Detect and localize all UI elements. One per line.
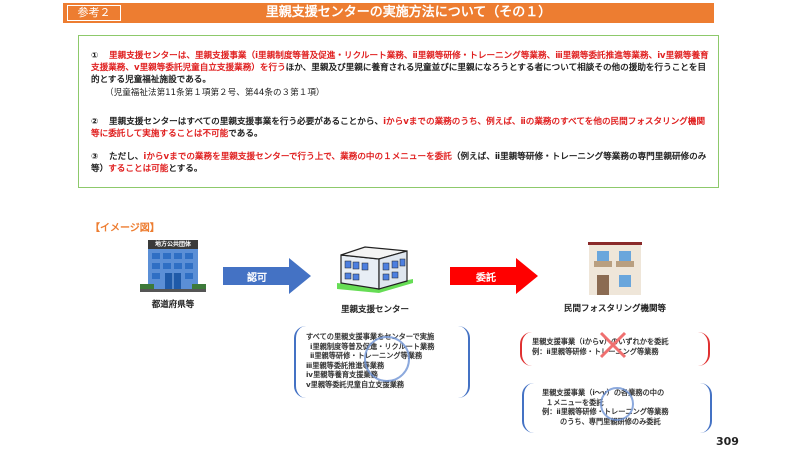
school-building-icon <box>335 243 415 293</box>
reference-tag: 参考２ <box>67 5 121 21</box>
box-line: 里親支援事業（ⅰからⅴ）のいずれかを委託 <box>532 337 669 346</box>
box-line: １メニューを委託 <box>546 397 604 407</box>
box-line: ⅲ里親等委託推進等業務 <box>306 360 385 370</box>
note-number: ② <box>91 117 99 127</box>
box-line: すべての里親支援事業をセンターで実施 <box>306 332 435 341</box>
government-sign: 地方公共団体 <box>154 241 191 248</box>
note-number: ③ <box>91 152 99 162</box>
box-line: ⅴ里親等委託児童自立支援業務 <box>306 379 405 389</box>
page-title: 里親支援センターの実施方法について（その１） <box>265 5 552 20</box>
circle-mark-icon <box>600 387 634 421</box>
note-text: 里親支援センターはすべての里親支援事業を行う必要があることから、 <box>109 117 384 127</box>
note-item-2: ② 里親支援センターはすべての里親支援事業を行う必要があることから、ⅰからⅴまでの… <box>91 116 711 140</box>
government-building-icon: 地方公共団体 <box>140 240 206 292</box>
page-number: 309 <box>716 435 739 448</box>
note-number: ① <box>91 51 99 61</box>
house-icon <box>585 240 645 295</box>
note-citation: （児童福祉法第11条第１項第２号、第44条の３第１項） <box>105 87 325 98</box>
box-line: ⅳ里親等養育支援業務 <box>306 370 378 380</box>
not-allowed-box: 里親支援事業（ⅰからⅴ）のいずれかを委託 例：ⅱ里親等研修・トレーニング等業務 <box>520 330 710 366</box>
note-text-red: ⅰからⅴまでの業務を里親支援センターで行う上で、業務の中の１メニューを委託 <box>143 152 452 162</box>
note-text-red: することは可能 <box>108 164 169 175</box>
note-text-red: ⅰからⅴまでの業務のうち、例えば、ⅱの業務のすべてを他の民間フォスタリング機関等… <box>91 117 706 140</box>
note-text: ほか、里親及び里親に養育される児童並びに里親になろうとする者について相談その他の… <box>91 63 707 86</box>
cross-mark-icon <box>598 330 628 360</box>
circle-mark-icon <box>364 336 410 382</box>
allowed-box: 里親支援事業（ⅰ～ⅴ）の各業務の中の １メニューを委託 例：ⅱ里親等研修・トレー… <box>522 383 712 433</box>
delegate-label: 委託 <box>476 273 496 284</box>
prefecture-label: 都道府県等 <box>151 300 195 310</box>
approval-arrow: 認可 <box>223 258 311 294</box>
note-text: とする。 <box>168 164 203 175</box>
note-text: である。 <box>228 129 263 140</box>
approval-label: 認可 <box>247 273 267 284</box>
center-services-box: すべての里親支援事業をセンターで実施 ⅰ里親制度等普及促進・リクルート業務 ⅱ里… <box>294 326 470 398</box>
box-line: のうち、専門里親研修のみ委託 <box>560 416 661 426</box>
private-agency-label: 民間フォスタリング機関等 <box>563 304 666 314</box>
note-text: ただし、 <box>109 152 144 162</box>
image-diagram-label: 【イメージ図】 <box>90 223 160 234</box>
note-text: （例えば、ⅱ里親等研修・トレーニング等業務の専門里親研修のみ等） <box>91 152 707 175</box>
box-line: 例：ⅱ里親等研修・トレーニング等業務 <box>532 346 659 356</box>
delegate-arrow: 委託 <box>450 258 538 294</box>
note-item-3: ③ ただし、ⅰからⅴまでの業務を里親支援センターで行う上で、業務の中の１メニューを… <box>91 151 711 175</box>
header-bar: 参考２ 里親支援センターの実施方法について（その１） <box>63 3 714 23</box>
note-text-red: 里親支援センターは、里親支援事業（ⅰ里親制度等普及促進・リクルート業務、ⅱ里親等… <box>91 51 709 74</box>
center-label: 里親支援センター <box>340 305 409 315</box>
